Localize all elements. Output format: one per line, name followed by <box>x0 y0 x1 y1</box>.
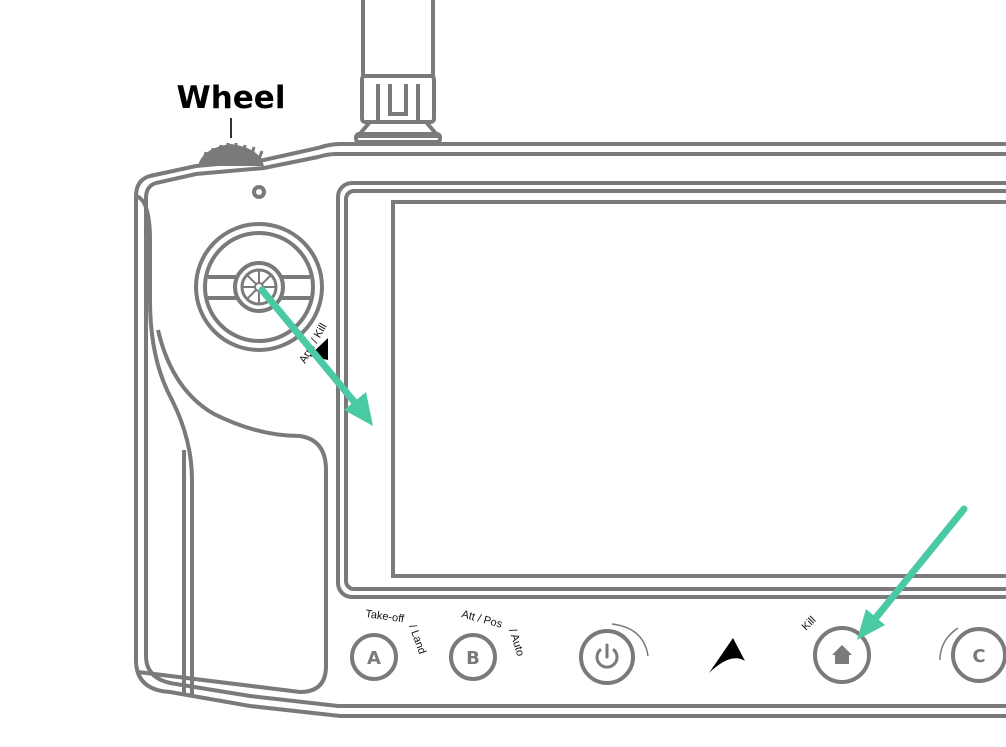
home-kill-caption: Kill <box>800 614 819 633</box>
button-b-caption-side: / Auto <box>506 627 526 657</box>
button-a[interactable]: A <box>350 633 398 681</box>
button-c-letter: C <box>972 646 985 667</box>
home-button[interactable] <box>813 626 871 684</box>
button-a-letter: A <box>367 648 381 669</box>
display-screen <box>336 181 1006 599</box>
button-b-caption-top: Att / Pos <box>460 608 504 630</box>
arrow-joystick-to-screen <box>258 286 373 426</box>
arrow-to-home-button <box>857 505 968 640</box>
button-a-caption-top: Take-off <box>365 608 406 625</box>
button-b-letter: B <box>466 648 480 669</box>
button-b[interactable]: B <box>449 633 497 681</box>
wheel-label: Wheel <box>177 80 286 116</box>
brand-logo <box>709 638 745 673</box>
joystick[interactable] <box>194 222 324 352</box>
home-icon <box>832 645 852 664</box>
button-a-caption-side: / Land <box>406 623 428 656</box>
power-icon <box>595 643 619 669</box>
power-button[interactable] <box>579 623 649 685</box>
button-c[interactable]: C <box>939 627 1006 683</box>
controller-body <box>134 142 1006 718</box>
antenna <box>353 0 443 144</box>
